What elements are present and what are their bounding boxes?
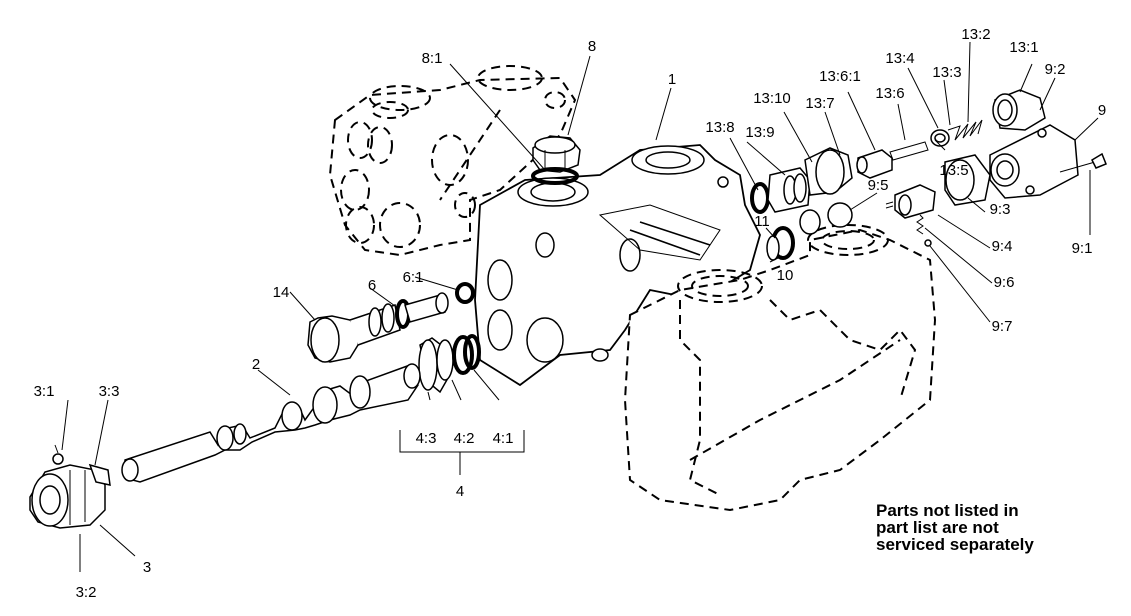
label-4-1: 4:1 xyxy=(493,430,514,447)
label-13-4: 13:4 xyxy=(885,50,914,67)
relief-valve-13 xyxy=(750,89,1046,214)
label-6: 6 xyxy=(368,277,376,294)
label-13-7: 13:7 xyxy=(805,95,834,112)
label-4: 4 xyxy=(456,483,464,500)
part-labels: 1 8 8:1 9 9:2 13:1 13:2 13:4 13:3 13:6:1… xyxy=(34,26,1107,601)
adjacent-valve-section-front xyxy=(623,224,937,512)
label-9: 9 xyxy=(1098,102,1106,119)
label-13-6: 13:6 xyxy=(875,85,904,102)
label-3-3: 3:3 xyxy=(99,383,120,400)
label-13-8: 13:8 xyxy=(705,119,734,136)
label-9-7: 9:7 xyxy=(992,318,1013,335)
label-4-2: 4:2 xyxy=(454,430,475,447)
service-note-line-1: Parts not listed in xyxy=(876,501,1019,520)
plug-8 xyxy=(531,135,581,185)
label-8-1: 8:1 xyxy=(422,50,443,67)
label-13-6-1: 13:6:1 xyxy=(819,68,861,85)
label-6-1: 6:1 xyxy=(403,269,424,286)
leader-lines xyxy=(61,41,1099,572)
label-14: 14 xyxy=(273,284,290,301)
label-11: 11 xyxy=(754,213,770,230)
label-13-2: 13:2 xyxy=(961,26,990,43)
valve-housing-9 xyxy=(799,124,1107,247)
service-note: Parts not listed in part list are not se… xyxy=(876,502,1034,553)
label-1: 1 xyxy=(668,71,676,88)
label-9-6: 9:6 xyxy=(994,274,1015,291)
label-9-5: 9:5 xyxy=(868,177,889,194)
label-9-1: 9:1 xyxy=(1072,240,1093,257)
label-9-4: 9:4 xyxy=(992,238,1013,255)
end-cap-3 xyxy=(29,444,111,529)
seal-set-4 xyxy=(418,334,481,394)
label-3-2: 3:2 xyxy=(76,584,97,601)
label-4-3: 4:3 xyxy=(416,430,437,447)
service-note-line-3: serviced separately xyxy=(876,535,1034,554)
label-8: 8 xyxy=(588,38,596,55)
label-13-1: 13:1 xyxy=(1009,39,1038,56)
label-9-3: 9:3 xyxy=(990,201,1011,218)
service-note-line-2: part list are not xyxy=(876,518,999,537)
plug-14-and-6 xyxy=(307,282,475,363)
spool-2 xyxy=(121,363,421,483)
label-10: 10 xyxy=(777,267,794,284)
adjacent-valve-section-rear xyxy=(328,65,577,257)
label-9-2: 9:2 xyxy=(1045,61,1066,78)
label-13-9: 13:9 xyxy=(745,124,774,141)
valve-body xyxy=(474,144,761,387)
label-2: 2 xyxy=(252,356,260,373)
label-13-5: 13:5 xyxy=(939,162,968,179)
label-3: 3 xyxy=(143,559,151,576)
label-13-3: 13:3 xyxy=(932,64,961,81)
label-3-1: 3:1 xyxy=(34,383,55,400)
label-13-10: 13:10 xyxy=(753,90,791,107)
